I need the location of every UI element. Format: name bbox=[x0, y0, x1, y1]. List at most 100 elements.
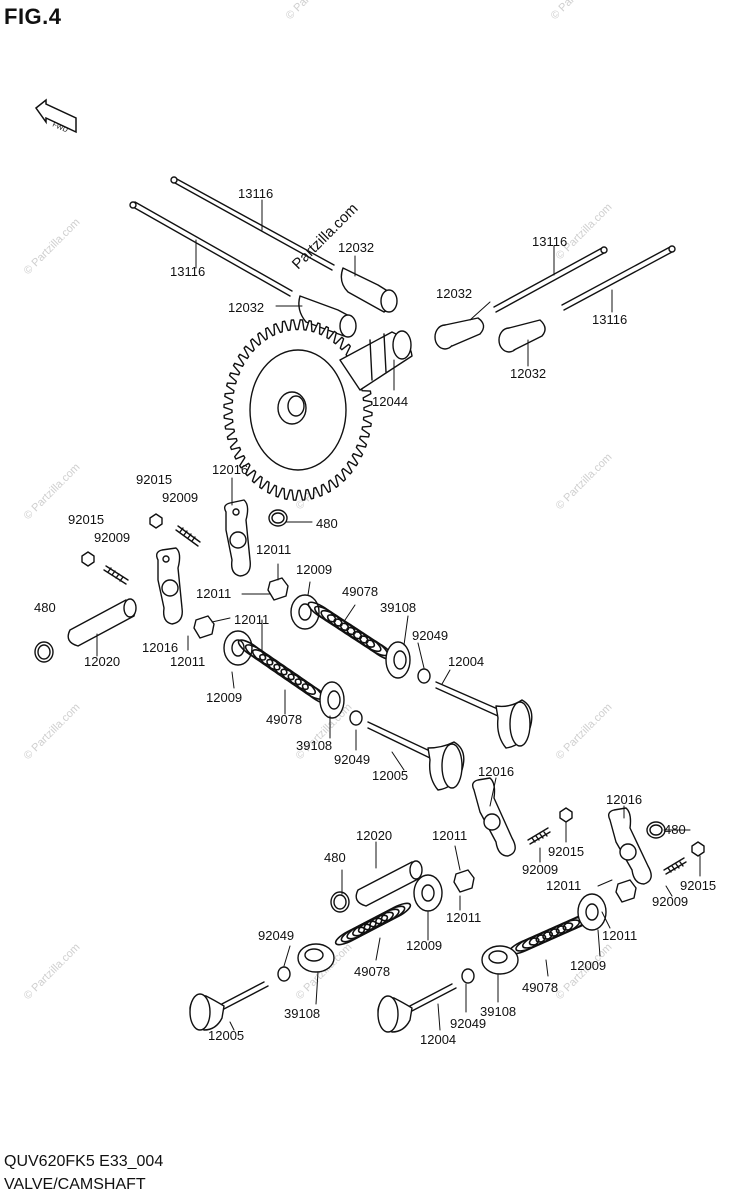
part-number-label[interactable]: 12016 bbox=[212, 462, 248, 477]
spring-retainer bbox=[319, 681, 345, 719]
circlip bbox=[268, 509, 288, 527]
leader-lines bbox=[96, 199, 701, 1031]
fwd-arrow-icon: FWD bbox=[34, 98, 77, 134]
part-number-label[interactable]: 12009 bbox=[570, 958, 606, 973]
watermark-layer: © Partzilla.com © Partzilla.com © Partzi… bbox=[22, 0, 615, 1002]
watermark-text: © Partzilla.com bbox=[22, 941, 83, 1002]
part-number-label[interactable]: 13116 bbox=[238, 186, 273, 201]
part-number-label[interactable]: 12009 bbox=[206, 690, 242, 705]
watermark-text: © Partzilla.com bbox=[549, 0, 610, 22]
spring-retainer bbox=[481, 945, 519, 975]
part-number-label[interactable]: 12020 bbox=[84, 654, 120, 669]
part-number-label[interactable]: 12011 bbox=[546, 878, 581, 893]
spring-coil bbox=[251, 649, 281, 671]
circlip bbox=[34, 641, 54, 663]
part-number-label[interactable]: 49078 bbox=[266, 712, 302, 727]
spring-coil bbox=[280, 668, 309, 691]
valve-spring bbox=[307, 601, 395, 661]
part-number-label[interactable]: 12004 bbox=[448, 654, 484, 669]
lock-nut bbox=[691, 841, 705, 857]
valve bbox=[435, 681, 533, 749]
tappet bbox=[498, 319, 546, 353]
rocker-arm bbox=[155, 547, 183, 625]
valve-cotter bbox=[277, 966, 291, 982]
part-number-label[interactable]: 12016 bbox=[478, 764, 514, 779]
part-number-label[interactable]: 92015 bbox=[680, 878, 716, 893]
part-number-label[interactable]: 480 bbox=[664, 822, 686, 837]
part-number-label[interactable]: 12020 bbox=[356, 828, 392, 843]
part-number-label[interactable]: 92009 bbox=[652, 894, 688, 909]
part-number-label[interactable]: 12011 bbox=[170, 654, 205, 669]
part-number-label[interactable]: 13116 bbox=[170, 264, 205, 279]
watermark-text: © Partzilla.com bbox=[22, 216, 83, 277]
valve-cotter bbox=[349, 710, 363, 726]
spring-seat bbox=[413, 874, 443, 912]
part-number-label[interactable]: 92015 bbox=[548, 844, 584, 859]
part-number-label[interactable]: 92015 bbox=[68, 512, 104, 527]
valve-cotter bbox=[461, 968, 475, 984]
part-number-label[interactable]: 92009 bbox=[94, 530, 130, 545]
part-number-label[interactable]: 12011 bbox=[196, 586, 231, 601]
part-number-label[interactable]: 12011 bbox=[432, 828, 467, 843]
part-number-label[interactable]: 49078 bbox=[354, 964, 390, 979]
part-number-label[interactable]: 12016 bbox=[606, 792, 642, 807]
part-number-label[interactable]: 12011 bbox=[602, 928, 637, 943]
collar bbox=[453, 869, 475, 893]
spring-retainer bbox=[385, 641, 411, 679]
rocker-arm bbox=[471, 777, 516, 857]
part-number-label[interactable]: 39108 bbox=[380, 600, 416, 615]
part-number-label[interactable]: 39108 bbox=[296, 738, 332, 753]
part-number-label[interactable]: 12011 bbox=[234, 612, 269, 627]
rocker-shaft bbox=[355, 860, 423, 907]
figure-title: FIG.4 bbox=[4, 4, 62, 29]
watermark-text: © Partzilla.com bbox=[554, 451, 615, 512]
collar bbox=[267, 577, 289, 601]
part-number-label[interactable]: 92009 bbox=[522, 862, 558, 877]
part-number-label[interactable]: 12009 bbox=[406, 938, 442, 953]
watermark-text: © Partzilla.com bbox=[284, 0, 345, 22]
collar bbox=[615, 879, 637, 903]
part-number-label[interactable]: 12005 bbox=[208, 1028, 244, 1043]
part-number-label[interactable]: 12044 bbox=[372, 394, 408, 409]
part-number-label[interactable]: 92009 bbox=[162, 490, 198, 505]
part-number-label[interactable]: 480 bbox=[324, 850, 346, 865]
rocker-shaft bbox=[67, 598, 137, 647]
part-number-label[interactable]: 12011 bbox=[446, 910, 481, 925]
spring-coil bbox=[273, 663, 302, 686]
part-number-label[interactable]: 92049 bbox=[258, 928, 294, 943]
section-name: VALVE/CAMSHAFT bbox=[4, 1176, 146, 1193]
part-number-label[interactable]: 12004 bbox=[420, 1032, 456, 1047]
part-number-label[interactable]: 49078 bbox=[522, 980, 558, 995]
part-number-label[interactable]: 39108 bbox=[480, 1004, 516, 1019]
valve-spring bbox=[334, 902, 412, 946]
part-number-label[interactable]: 12032 bbox=[338, 240, 374, 255]
spring-seat bbox=[290, 594, 320, 630]
part-number-label[interactable]: 12009 bbox=[296, 562, 332, 577]
push-rod bbox=[493, 246, 608, 313]
spring-coil bbox=[380, 902, 412, 922]
part-number-label[interactable]: 12011 bbox=[256, 542, 291, 557]
push-rod bbox=[561, 245, 676, 311]
part-number-label[interactable]: 13116 bbox=[592, 312, 627, 327]
part-number-label[interactable]: 92049 bbox=[412, 628, 448, 643]
collar bbox=[193, 615, 215, 639]
adjusting-screw bbox=[103, 565, 129, 585]
part-number-label[interactable]: 12032 bbox=[510, 366, 546, 381]
part-number-label[interactable]: 92049 bbox=[334, 752, 370, 767]
part-number-label[interactable]: 49078 bbox=[342, 584, 378, 599]
part-number-label[interactable]: 39108 bbox=[284, 1006, 320, 1021]
valve-cotter bbox=[417, 668, 431, 684]
part-number-label[interactable]: 480 bbox=[34, 600, 56, 615]
part-number-label[interactable]: 12032 bbox=[436, 286, 472, 301]
part-number-label[interactable]: 12005 bbox=[372, 768, 408, 783]
camshaft-gear bbox=[223, 319, 373, 501]
part-number-label[interactable]: 92049 bbox=[450, 1016, 486, 1031]
part-number-label[interactable]: 92015 bbox=[136, 472, 172, 487]
part-number-label[interactable]: 13116 bbox=[532, 234, 567, 249]
part-number-label[interactable]: 480 bbox=[316, 516, 338, 531]
part-number-label[interactable]: 12016 bbox=[142, 640, 178, 655]
push-rod bbox=[170, 176, 335, 271]
adjusting-screw bbox=[663, 857, 687, 875]
part-number-label[interactable]: 12032 bbox=[228, 300, 264, 315]
